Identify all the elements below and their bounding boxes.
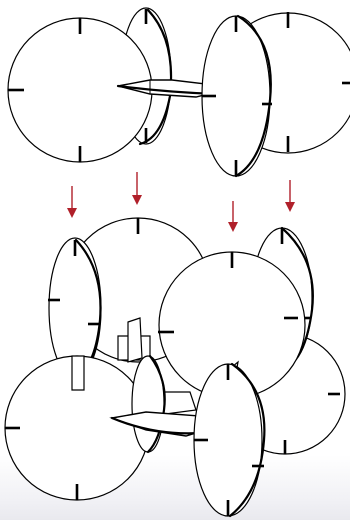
arrow-down-icon: [132, 172, 142, 205]
bottom-lower-left-clock-disc: [5, 356, 149, 500]
top-right-front-disc: [202, 16, 272, 176]
top-left-disc-pair: [8, 8, 216, 162]
bottom-lower-right-edge-disc: [194, 364, 264, 516]
top-right-disc-pair: [202, 12, 350, 176]
top-left-clock-disc: [8, 18, 152, 162]
assembled-structure: [5, 218, 345, 516]
assembly-arrows: [67, 172, 295, 232]
arrow-down-icon: [67, 186, 77, 218]
arrow-down-icon: [285, 180, 295, 212]
arrow-down-icon: [228, 201, 238, 232]
bottom-lower-middle-edge-disc: [132, 356, 165, 452]
bottom-left-slot: [128, 318, 142, 362]
